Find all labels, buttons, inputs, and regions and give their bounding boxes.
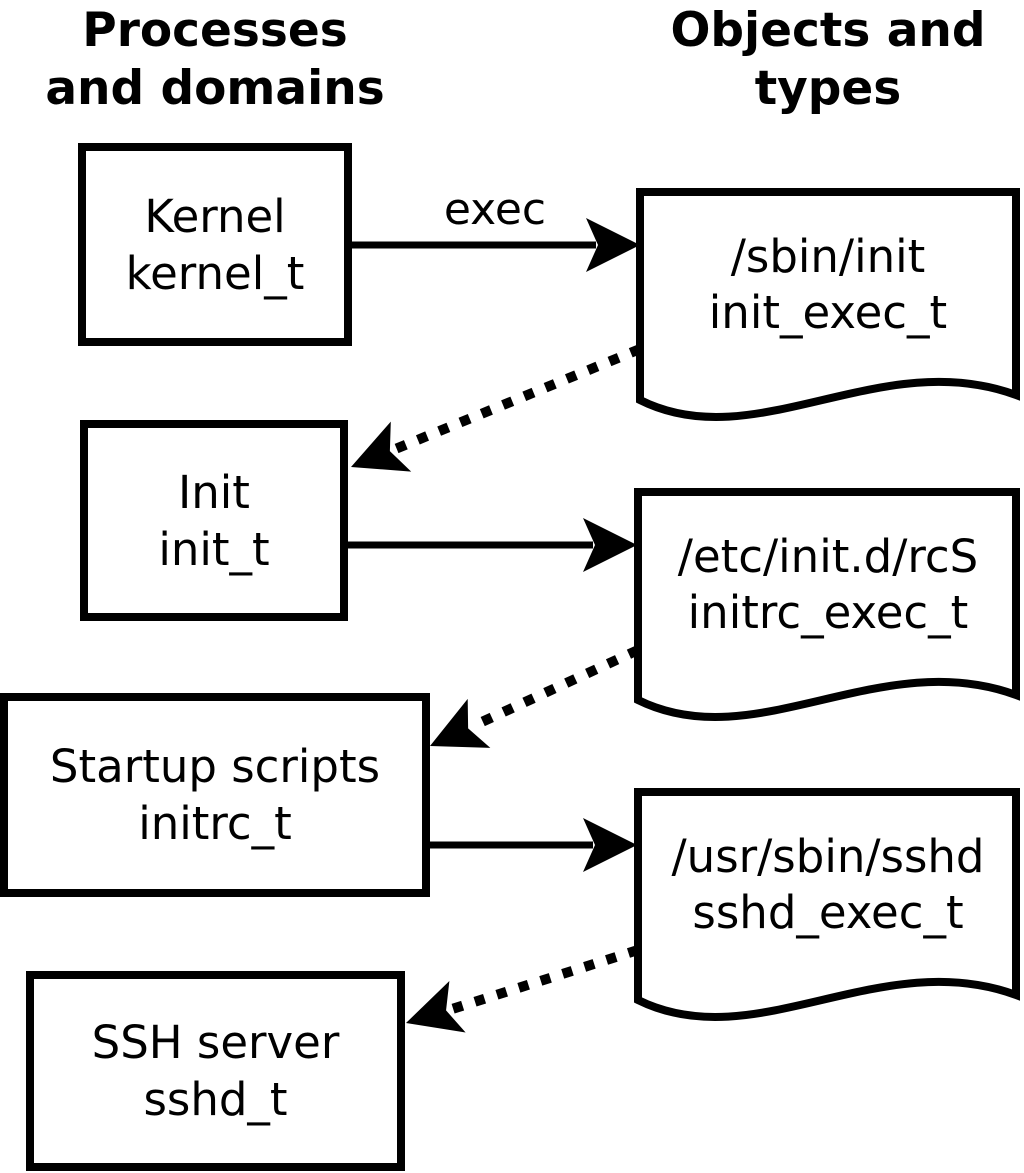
dotted-arrow-etc-initd-rcs-to-startup-scripts <box>418 645 641 771</box>
doc-label-sbin-init: /sbin/init init_exec_t <box>644 200 1012 370</box>
dotted-arrow-line <box>468 645 641 732</box>
doc-label-usr-sbin-sshd: /usr/sbin/sshd sshd_exec_t <box>644 800 1012 970</box>
object-path: /etc/init.d/rcS <box>677 530 979 583</box>
process-name: Kernel <box>144 189 286 243</box>
solid-arrow-startup-scripts-to-usr-sbin-sshd <box>424 818 637 872</box>
domain-type: init_t <box>158 522 270 576</box>
solid-arrowhead-icon <box>583 818 637 872</box>
doc-label-etc-initd-rcs: /etc/init.d/rcS initrc_exec_t <box>644 500 1012 670</box>
object-type: init_exec_t <box>708 286 948 339</box>
process-name: SSH server <box>91 1016 340 1069</box>
domain-type: initrc_t <box>138 797 292 850</box>
header-right-line1: Objects and <box>670 3 986 58</box>
object-path: /usr/sbin/sshd <box>671 830 985 883</box>
solid-arrow-init-to-etc-initd-rcs <box>344 518 637 572</box>
object-path: /sbin/init <box>730 230 926 283</box>
domain-type: kernel_t <box>125 246 305 300</box>
dotted-arrowhead-icon <box>397 981 466 1049</box>
header-left-line1: Processes <box>82 3 348 58</box>
exec-arrow-label: exec <box>443 184 547 235</box>
dotted-arrowhead-icon <box>340 421 412 492</box>
dotted-arrow-usr-sbin-sshd-to-ssh-server <box>397 945 640 1049</box>
process-name: Init <box>178 465 250 519</box>
dotted-arrow-sbin-init-to-init <box>340 344 642 492</box>
process-box-kernel: Kernel kernel_t <box>78 143 352 346</box>
header-processes-and-domains: Processes and domains <box>25 2 405 118</box>
header-right-line2: types <box>754 61 902 116</box>
header-left-line2: and domains <box>45 61 385 116</box>
object-type: initrc_exec_t <box>687 586 969 639</box>
process-box-init: Init init_t <box>80 420 348 621</box>
domain-type: sshd_t <box>143 1073 288 1126</box>
process-box-ssh-server: SSH server sshd_t <box>26 971 405 1171</box>
process-box-startup-scripts: Startup scripts initrc_t <box>0 693 430 897</box>
dotted-arrow-line <box>447 945 640 1015</box>
dotted-arrow-line <box>391 344 642 455</box>
object-type: sshd_exec_t <box>692 886 964 939</box>
process-name: Startup scripts <box>49 740 381 793</box>
header-objects-and-types: Objects and types <box>636 2 1020 118</box>
solid-arrowhead-icon <box>583 518 637 572</box>
